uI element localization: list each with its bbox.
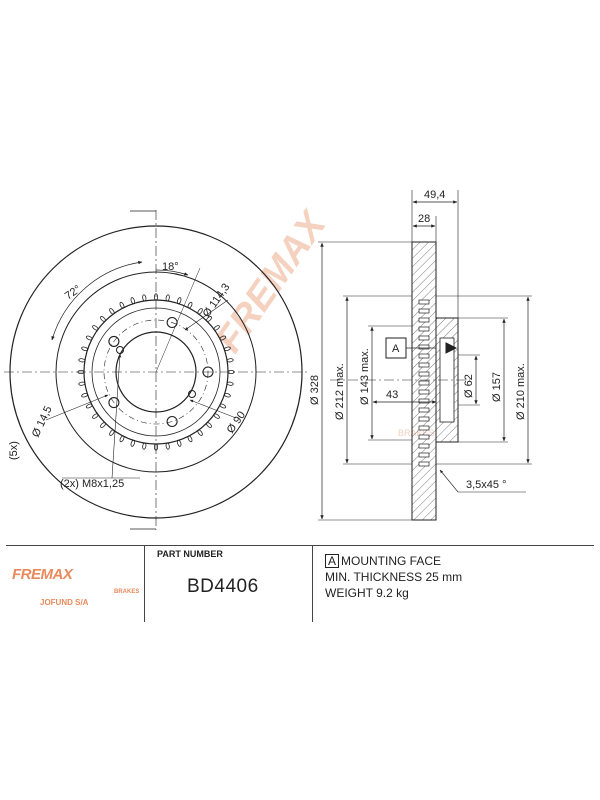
dim-total-width: 49,4 [424,189,445,201]
vent-channel [418,299,430,305]
vent-channel [418,398,430,404]
vent-channel [418,389,430,395]
vent-channel [418,344,430,350]
weight: WEIGHT 9.2 kg [325,586,409,600]
title-block-logo: FREMAX BRAKES JOFUND S/A [6,546,144,622]
dim-212: Ø 212 max. [334,363,346,420]
watermark-brand: FREMAX [208,202,336,360]
vent-channel [418,434,430,440]
title-block-part: PART NUMBER BD4406 [144,546,313,622]
dim-72deg: 72° [63,283,84,302]
thread-hole-2 [188,390,196,398]
vent-channel [418,353,430,359]
dim-43: 43 [386,389,398,401]
vent-channel [418,335,430,341]
bolt-hole [166,415,178,428]
side-view [318,190,532,521]
brand-logo-sub: BRAKES [114,589,140,595]
vent-channel [418,317,430,323]
vent-channel [418,326,430,332]
thread-hole-1 [116,346,124,354]
leader-pcd [184,299,229,331]
dim-62: Ø 62 [463,374,475,398]
vent-channel [418,362,430,368]
datum-a-box-label: A [325,554,340,568]
leader-18 [155,267,201,373]
bolt-hole [108,397,120,409]
dim-friction-thickness: 28 [418,213,430,225]
vent-channel [418,407,430,413]
dim-thread: (2x) M8x1,25 [60,478,124,490]
angle-arc-72 [51,260,143,341]
part-number-label: PART NUMBER [157,549,223,559]
dim-chamfer: 3,5x45 ° [466,479,506,491]
dim-18deg: 18° [162,261,179,273]
leader-thread [111,353,122,479]
datum-a-marker [445,342,458,354]
front-view [4,210,310,530]
datum-a-label: A [392,343,400,355]
vent-channel [418,308,430,314]
dim-holes-count: (5x) [8,441,20,460]
brand-logo: FREMAX [12,566,73,583]
vent-channel [418,443,430,449]
dim-328: Ø 328 [309,375,321,405]
dim-210: Ø 210 max. [515,363,527,420]
brake-disc-drawing: FREMAX BRAKES 18° 72° Ø 114,3 Ø 90 Ø 14,… [4,189,532,530]
mounting-face: MOUNTING FACE [341,554,442,568]
vent-channel [418,380,430,386]
side-view-labels: 49,4 28 Ø 328 Ø 212 max. Ø 143 max. 43 Ø… [309,189,527,491]
vent-channel [418,371,430,377]
chamfer-leader [439,469,459,493]
dim-143: Ø 143 max. [359,348,371,405]
vent-channel [418,425,430,431]
dim-center-bore: Ø 90 [225,409,249,435]
vent-channel [418,452,430,458]
vent-channel [418,416,430,422]
dim-157: Ø 157 [491,372,503,402]
company-name: JOFUND S/A [40,598,89,607]
side-vent-channels [418,299,430,467]
angle-arc-18 [155,269,189,276]
leader-90 [189,399,237,419]
leader-hole [45,394,109,421]
title-block: FREMAX BRAKES JOFUND S/A PART NUMBER BD4… [6,545,594,622]
dim-hole: Ø 14,5 [30,404,55,439]
vent-channel [418,461,430,467]
part-number: BD4406 [187,576,259,597]
min-thickness: MIN. THICKNESS 25 mm [325,570,463,584]
